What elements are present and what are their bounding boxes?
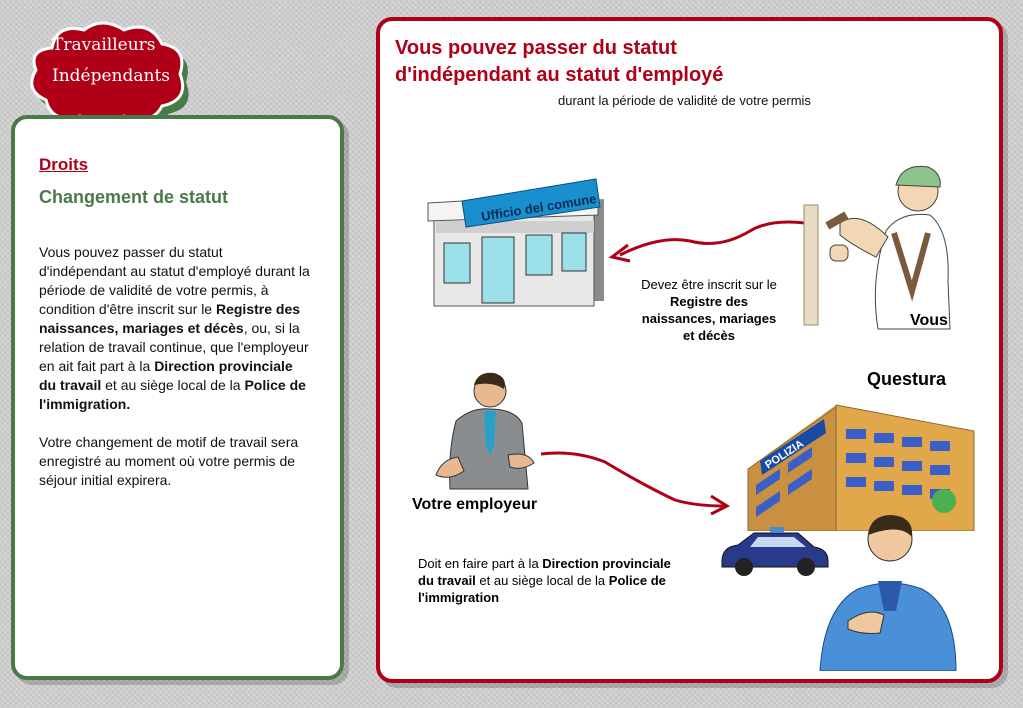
p1-police: Police de l'immigration. — [39, 377, 306, 412]
p1-text-3: et au siège local de la — [101, 377, 245, 393]
registry-caption-bold: Registre des naissances, mariages et déc… — [641, 294, 777, 343]
main-title-line-2: d'indépendant au statut d'employé — [395, 64, 724, 86]
direction-caption-bold-2: Police de l'immigration — [418, 573, 666, 605]
badge-line-1: Travailleurs — [52, 35, 156, 55]
cloud-badge-shape — [30, 21, 189, 130]
main-title: Vous pouvez passer du statut d'indépenda… — [395, 35, 815, 89]
direction-caption-bold: Direction provinciale du travail — [418, 556, 671, 588]
p1-registry: Registre des naissances, mariages et déc… — [39, 301, 301, 336]
paragraph-2: Votre changement de motif de travail ser… — [39, 434, 299, 488]
main-title-line-1: Vous pouvez passer du statut — [395, 37, 677, 59]
badge-line-2: Indépendants — [52, 66, 171, 86]
p1-text: Vous pouvez passer du statut d'indépenda… — [39, 244, 310, 317]
arrow-to-questura — [540, 451, 731, 516]
employer-illustration — [435, 372, 535, 490]
section-subheading: Changement de statut — [39, 187, 229, 207]
label-you: Vous — [910, 312, 948, 329]
worker-illustration — [803, 165, 951, 330]
town-hall-illustration: Ufficio del comune — [427, 178, 604, 307]
registry-caption-text: Devez être inscrit sur le — [641, 277, 777, 292]
direction-caption-text-2: et au siège local de la — [475, 573, 609, 588]
direction-caption: Doit en faire part à la Direction provin… — [418, 555, 680, 606]
police-officer-illustration — [819, 515, 957, 671]
rights-heading[interactable]: Droits — [39, 155, 89, 174]
police-car-illustration — [721, 527, 829, 576]
p1-text-2: , ou, si la relation de travail continue… — [39, 320, 309, 374]
section-badge: Travailleurs Indépendants — [22, 18, 194, 130]
label-questura: Questura — [867, 369, 947, 389]
paragraph-1: Vous pouvez passer du statut d'indépenda… — [39, 243, 311, 414]
main-subtitle: durant la période de validité de votre p… — [558, 93, 811, 108]
right-panel: Vous pouvez passer du statut d'indépenda… — [376, 17, 1003, 683]
p1-direction: Direction provinciale du travail — [39, 358, 293, 393]
label-employer: Votre employeur — [412, 496, 538, 513]
direction-caption-text: Doit en faire part à la — [418, 556, 543, 571]
body-text: Vous pouvez passer du statut d'indépenda… — [39, 243, 311, 509]
left-panel: Droits Changement de statut Vous pouvez … — [11, 115, 344, 680]
questura-building-illustration: POLIZIA — [747, 404, 975, 531]
arrow-to-comune — [608, 220, 806, 263]
registry-caption: Devez être inscrit sur le Registre des n… — [635, 276, 783, 344]
